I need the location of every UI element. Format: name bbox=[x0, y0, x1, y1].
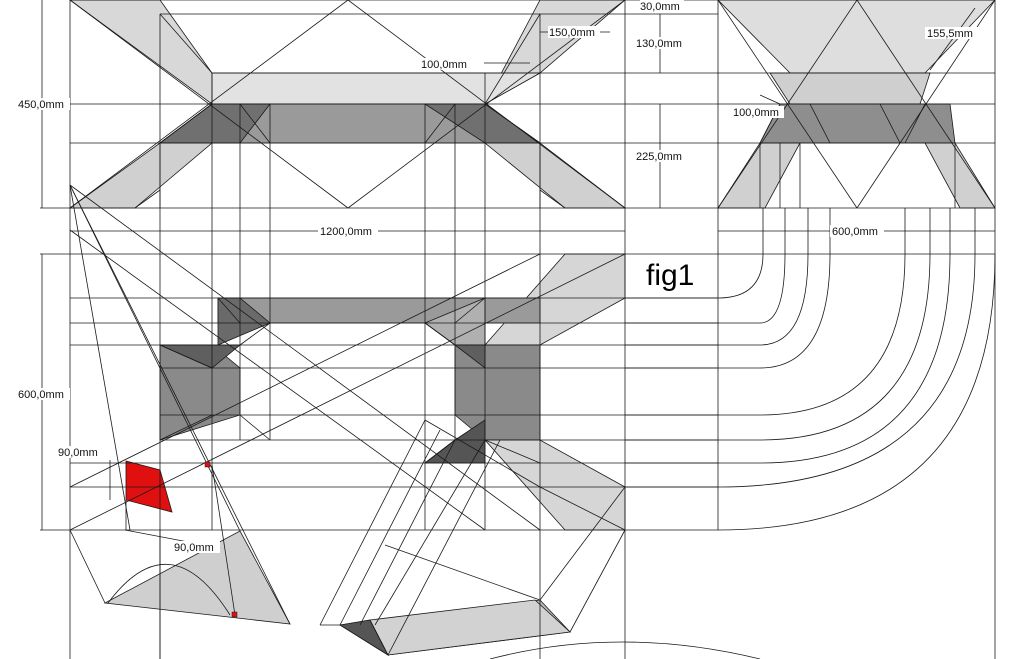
top-prism-band bbox=[211, 72, 542, 105]
marker-2 bbox=[231, 611, 238, 618]
marker-1 bbox=[204, 461, 211, 468]
dim-90-h: 90,0mm bbox=[174, 542, 214, 554]
shaded-faces bbox=[68, 0, 996, 657]
right-prism-left-slope bbox=[717, 142, 801, 209]
figure-title: fig1 bbox=[646, 259, 694, 292]
dim-600-h: 600,0mm bbox=[832, 226, 878, 238]
right-prism-dark bbox=[759, 103, 956, 144]
dim-600-v: 600,0mm bbox=[18, 389, 64, 401]
red-highlight bbox=[125, 460, 173, 513]
mid-dark-band bbox=[217, 297, 541, 324]
dim-130: 130,0mm bbox=[636, 38, 682, 50]
dim-30: 30,0mm bbox=[640, 1, 680, 13]
right-slope bbox=[483, 142, 627, 209]
bottom-triangle bbox=[103, 530, 291, 625]
lower-light-band bbox=[484, 439, 626, 531]
dim-100-right: 100,0mm bbox=[733, 107, 779, 119]
dim-450: 450,0mm bbox=[18, 99, 64, 111]
right-prism-band bbox=[769, 72, 931, 105]
right-pillar bbox=[454, 344, 541, 441]
dim-100-top: 100,0mm bbox=[421, 59, 467, 71]
dim-155: 155,5mm bbox=[927, 28, 973, 40]
construction-lines bbox=[40, 0, 996, 659]
right-prism-right-slope bbox=[924, 142, 996, 209]
dim-150: 150,0mm bbox=[549, 27, 595, 39]
left-slope bbox=[68, 142, 214, 209]
dim-1200: 1200,0mm bbox=[320, 226, 372, 238]
dim-225: 225,0mm bbox=[636, 151, 682, 163]
dim-90-v: 90,0mm bbox=[58, 447, 98, 459]
